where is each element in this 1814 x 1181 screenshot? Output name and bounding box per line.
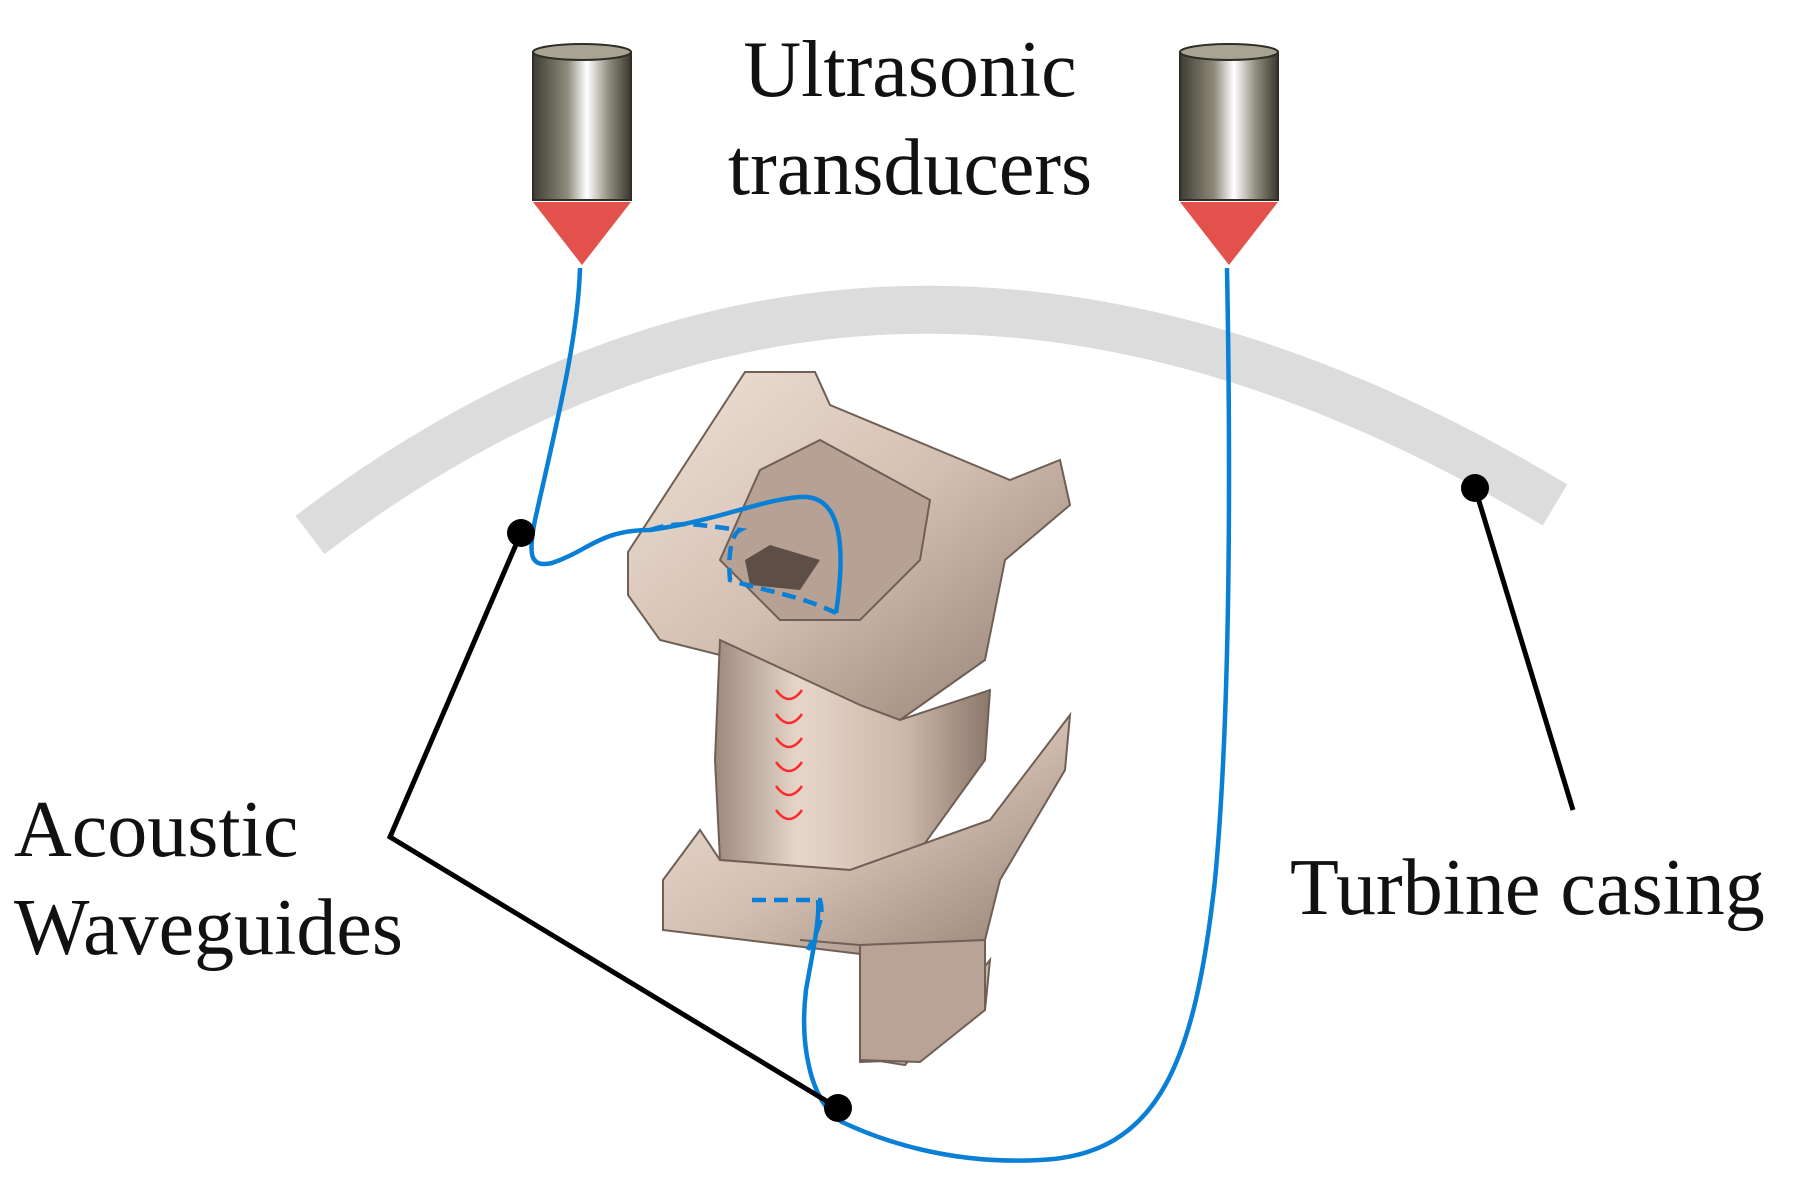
waveguides-leader-line — [386, 532, 840, 1111]
defect-mark — [774, 809, 804, 821]
acoustic-waveguide-2-hidden — [752, 897, 824, 951]
defect-mark — [774, 785, 804, 797]
defect-marks — [774, 689, 804, 821]
waveguide-2-dot — [824, 1094, 852, 1122]
cylinder-transducer-icon — [1179, 43, 1279, 265]
defect-mark — [774, 761, 804, 773]
turbine-blade-icon — [627, 371, 1072, 1067]
blade-root-face — [859, 938, 986, 1064]
waveguide-1-dot — [507, 519, 535, 547]
defect-mark — [774, 713, 804, 725]
ultrasonic-transducers-label: Ultrasonic transducers — [727, 26, 1093, 212]
turbine-casing-arc — [295, 285, 1568, 555]
acoustic-waveguide-1 — [529, 267, 843, 614]
defect-mark — [774, 689, 804, 701]
acoustic-waveguide-2 — [801, 267, 1232, 1163]
casing-dot — [1461, 474, 1489, 502]
defect-mark — [774, 737, 804, 749]
acoustic-waveguides-label: Acoustic Waveguides — [14, 786, 403, 972]
cylinder-transducer-icon — [532, 43, 632, 265]
casing-leader-line — [1472, 487, 1576, 811]
turbine-casing-label: Turbine casing — [1290, 844, 1765, 932]
blade-top-recess — [745, 545, 820, 590]
acoustic-waveguide-1-hidden — [649, 521, 838, 616]
